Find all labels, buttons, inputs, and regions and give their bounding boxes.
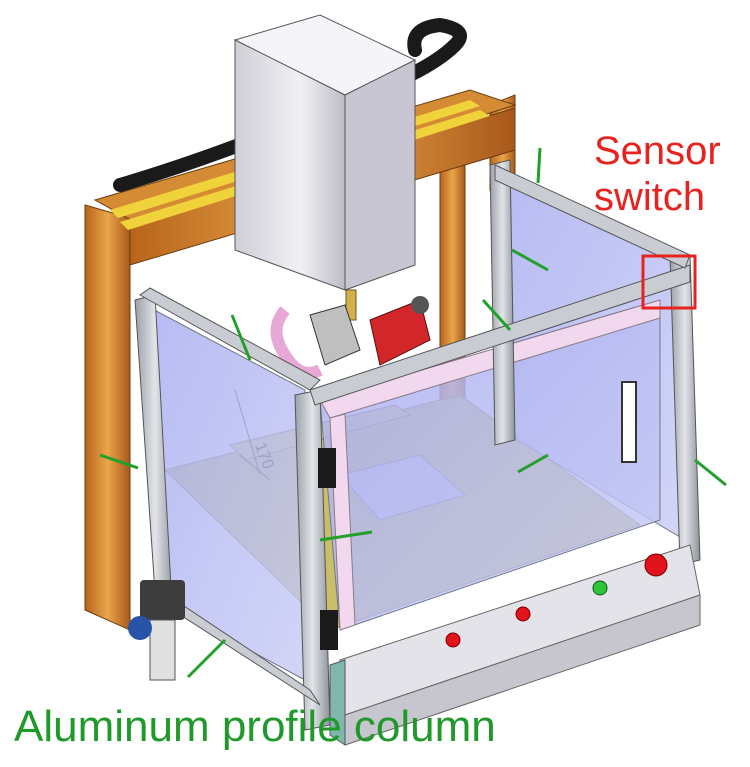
aluminum-profile-column-label: Aluminum profile column [14, 702, 496, 751]
z-axis-housing [233, 14, 431, 379]
sensor-switch-label: Sensor switch [594, 128, 721, 220]
callout-arrows [99, 147, 727, 679]
air-filter-regulator [128, 580, 185, 681]
indicator-light-2 [515, 606, 531, 622]
aluminum-profile-frame [134, 159, 701, 731]
indicator-light-4 [644, 553, 668, 577]
sensor-switch-highlight [641, 254, 697, 310]
sensor-switch-label-line1: Sensor [594, 129, 721, 173]
indicator-light-1 [445, 632, 461, 648]
front-door [319, 299, 661, 631]
sensor-switch-label-line2: switch [594, 175, 706, 219]
control-panel [329, 544, 701, 746]
indicator-light-3 [592, 580, 608, 596]
